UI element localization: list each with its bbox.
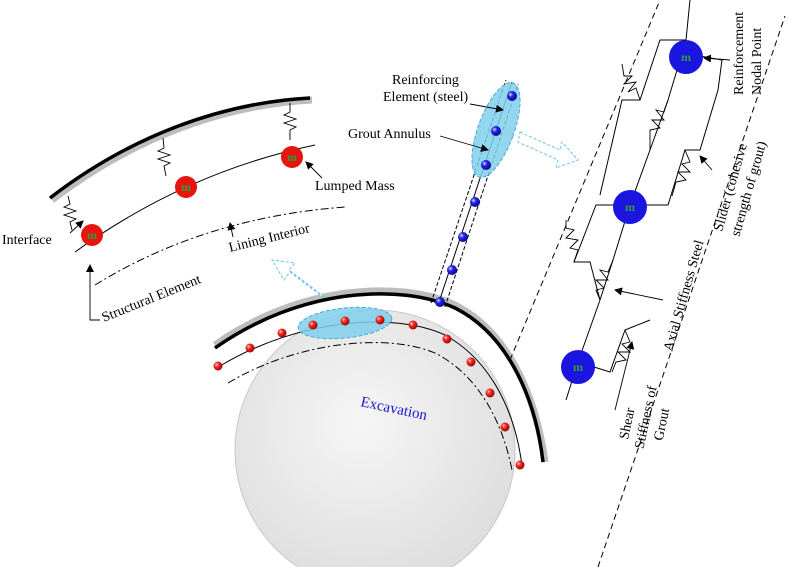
slider-leader <box>699 155 713 171</box>
bolt-node <box>507 91 517 101</box>
interface-spring <box>156 137 172 177</box>
slider-spring <box>671 149 692 197</box>
bolt-node <box>435 297 445 307</box>
mass-label: m <box>87 228 97 242</box>
lining-node <box>442 334 452 344</box>
shear-stiffness-leader <box>614 341 635 411</box>
grout-annulus-label: Grout Annulus <box>348 127 431 142</box>
bolt-node <box>470 197 480 207</box>
lining-node <box>308 320 318 330</box>
detail-boundary-dashed <box>597 15 786 567</box>
bolt-callout-arrow <box>517 131 579 169</box>
grout-annulus-leader <box>439 135 489 152</box>
bolt-detail-panel: m m m Reinforcement Nodal Point Slider (… <box>509 0 786 567</box>
nodal-point-leader <box>703 54 731 63</box>
reinforcing-element-label: Reinforcing Element (steel) <box>383 73 468 105</box>
mass-label: m <box>573 360 583 374</box>
excavation-interior-dashdot <box>227 342 513 471</box>
lining-node <box>340 316 350 326</box>
lumped-mass-node <box>175 176 197 198</box>
bolt-node <box>491 126 501 136</box>
grout-branch <box>630 55 723 206</box>
lining-node <box>500 422 510 432</box>
bolt-labels: Reinforcing Element (steel) Grout Annulu… <box>348 73 504 152</box>
lining-node <box>277 328 287 338</box>
shear-stiffness-grout-label: Shear Stiffness of Grout <box>616 378 678 454</box>
lumped-mass-node <box>81 224 103 246</box>
mass-label: m <box>181 180 191 194</box>
structural-element-leader <box>86 264 100 321</box>
reinforcement-nodal-point <box>669 40 703 74</box>
lining-node <box>466 357 476 367</box>
reinforcement-nodal-point <box>613 190 647 224</box>
lumped-mass-node <box>281 146 303 168</box>
reinforcing-element-leader <box>469 103 504 113</box>
bolt-outer-line <box>430 79 507 304</box>
lining-node <box>485 388 495 398</box>
lining-callout-arrow <box>271 259 325 299</box>
interface-label: Interface <box>2 233 52 248</box>
mass-label: m <box>681 50 691 64</box>
excavation: Excavation <box>212 287 549 567</box>
axial-spring <box>649 99 669 150</box>
lining-node <box>245 343 255 353</box>
reinforcement-nodal-point <box>561 350 595 384</box>
lining-node <box>213 361 223 371</box>
lining-node <box>375 315 385 325</box>
shear-spring <box>621 63 641 101</box>
axial-stiffness-steel-label: Axial Stiffness Steel <box>661 238 707 353</box>
lining-interior-label: Lining Interior <box>227 221 311 256</box>
bolt-node <box>447 265 457 275</box>
lining-interior-leader <box>227 222 236 238</box>
detail-interior-dashdot <box>94 206 346 286</box>
interface-spring <box>62 195 78 231</box>
reinforcement-nodal-point-label: Reinforcement Nodal Point <box>732 8 765 95</box>
mass-label: m <box>625 200 635 214</box>
detail-lining <box>48 96 311 200</box>
excavation-structural-element-line <box>219 321 523 467</box>
lining-node <box>515 460 525 470</box>
excavation-circle <box>234 309 516 567</box>
mass-label: m <box>287 150 297 164</box>
shear-spring <box>565 220 579 263</box>
detail-lining-shadow <box>49 96 313 203</box>
structural-element-label: Structural Element <box>100 272 203 325</box>
lumped-mass-label: Lumped Mass <box>315 179 395 194</box>
slider-label: Slider (cohesive strength of grout) <box>711 134 770 238</box>
lumped-mass-leader <box>305 161 323 179</box>
detail-boundary-dashed <box>509 0 661 361</box>
excavation-lining <box>213 292 545 463</box>
interface-leader <box>69 220 84 234</box>
bolt-node <box>481 160 491 170</box>
interface-spring <box>282 103 298 140</box>
rock-bolt <box>430 79 521 308</box>
axial-spring <box>594 259 614 301</box>
lining-node <box>408 320 418 330</box>
axial-stiffness-leader <box>614 287 664 301</box>
bolt-node <box>458 232 468 242</box>
shear-spring <box>611 329 632 373</box>
